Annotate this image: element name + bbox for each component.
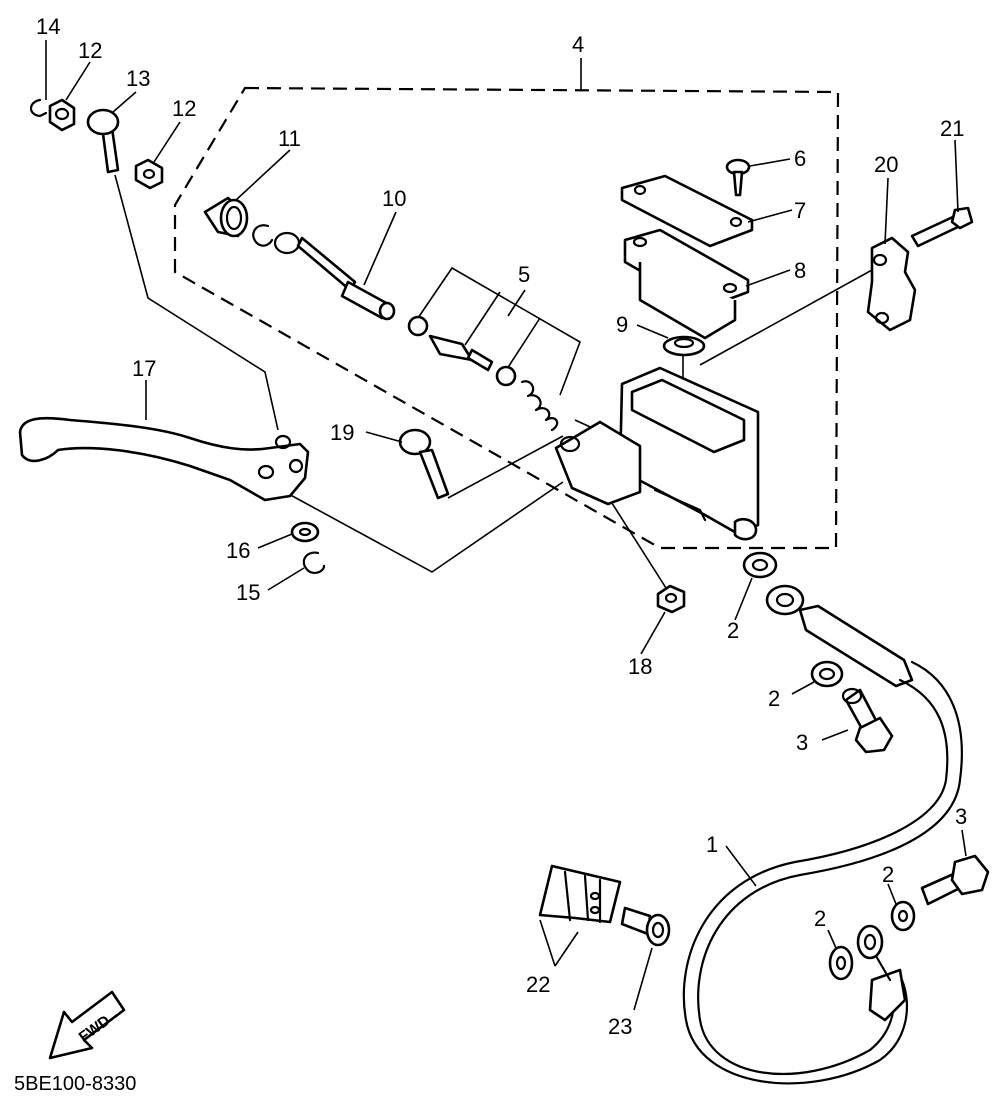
- washer: [273, 231, 301, 255]
- callout-2: 2: [768, 686, 780, 711]
- callout-5: 5: [518, 262, 530, 287]
- callout-12: 12: [172, 96, 196, 121]
- reservoir-cap-7: [620, 174, 754, 248]
- assembly-4-boundary: [173, 86, 840, 550]
- diagram-code: 5BE100-8330: [14, 1073, 136, 1095]
- collar-23: [620, 906, 671, 947]
- nut-12-b: [134, 158, 164, 190]
- clutch-lever-17: [18, 416, 310, 502]
- callout-1: 1: [706, 832, 718, 857]
- callout-16: 16: [226, 538, 250, 563]
- banjo-bolt-3-b: [920, 854, 990, 906]
- nut-18: [656, 584, 686, 614]
- master-cylinder-body: [554, 366, 760, 541]
- callout-14: 14: [36, 14, 60, 39]
- callout-20: 20: [874, 152, 898, 177]
- callout-2: 2: [814, 906, 826, 931]
- screw-6: [725, 158, 751, 197]
- washer-2-a: [742, 551, 778, 579]
- washer-2-b: [810, 660, 844, 688]
- callout-11: 11: [278, 126, 301, 151]
- clutch-hose-1: [682, 584, 963, 1085]
- float-plate-9: [662, 335, 706, 357]
- callout-15: 15: [236, 580, 260, 605]
- pin-19: [398, 428, 450, 500]
- diaphragm-8: [623, 228, 750, 340]
- callout-labels: 14 12 13 12 11 4 10 5 6 7 8 9 20 21 17 1…: [36, 14, 967, 1039]
- clamp-20: [866, 236, 917, 332]
- callout-12: 12: [78, 38, 102, 63]
- callout-21: 21: [940, 116, 964, 141]
- circlip: [252, 224, 274, 247]
- reference-lines: [114, 174, 873, 589]
- callout-17: 17: [132, 356, 156, 381]
- callout-19: 19: [330, 420, 354, 445]
- washer-2-d: [890, 900, 916, 932]
- callout-2: 2: [727, 618, 739, 643]
- bracket-22: [538, 864, 622, 924]
- callout-23: 23: [608, 1014, 632, 1039]
- circlip-15: [302, 551, 326, 574]
- piston-kit-5: [407, 266, 581, 432]
- washer-2-c: [828, 945, 854, 981]
- callout-8: 8: [794, 258, 806, 283]
- callout-10: 10: [382, 186, 406, 211]
- callout-18: 18: [628, 654, 652, 679]
- callout-9: 9: [616, 312, 628, 337]
- forward-direction-arrow-icon: FWD: [48, 990, 126, 1060]
- callout-3: 3: [955, 804, 967, 829]
- pivot-bolt-13: [86, 108, 120, 174]
- callout-3: 3: [796, 730, 808, 755]
- leader-lines: [45, 40, 967, 1011]
- callout-7: 7: [794, 198, 806, 223]
- banjo-bolt-3-a: [841, 687, 894, 754]
- nut-12-a: [48, 98, 76, 132]
- callout-4: 4: [572, 32, 584, 57]
- clamp-bolt-21: [910, 206, 974, 248]
- callout-2: 2: [882, 862, 894, 887]
- washer-16: [290, 521, 320, 543]
- callout-22: 22: [526, 972, 550, 997]
- push-rod-10: [296, 236, 396, 321]
- callout-13: 13: [126, 66, 150, 91]
- clip-14: [29, 98, 48, 118]
- dust-boot-11: [203, 196, 249, 238]
- callout-6: 6: [794, 146, 806, 171]
